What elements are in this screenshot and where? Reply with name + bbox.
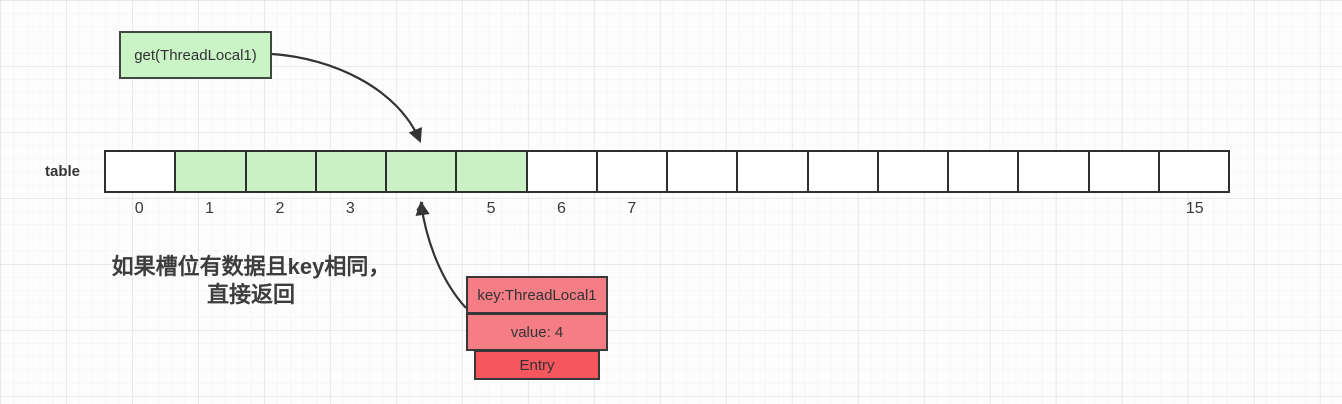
annotation-line1: 如果槽位有数据且key相同，	[111, 254, 391, 279]
table-slot-3	[316, 152, 387, 191]
slot-index-label-12	[949, 200, 1019, 222]
slot-index-label-14	[1089, 200, 1159, 222]
table-array	[104, 150, 1230, 193]
table-slot-7	[597, 152, 668, 191]
table-slot-2	[246, 152, 317, 191]
slot-index-label-15: 15	[1185, 200, 1204, 217]
entry-key-label: key:ThreadLocal1	[477, 286, 597, 304]
entry-value-label: value: 4	[510, 323, 564, 341]
annotation-line2: 直接返回	[206, 282, 295, 307]
annotation-text: 如果槽位有数据且key相同， 直接返回	[105, 253, 397, 309]
entry-key-box: key:ThreadLocal1	[466, 276, 608, 314]
table-slot-12	[949, 152, 1020, 191]
entry-value-box: value: 4	[466, 313, 608, 351]
table-slot-13	[1019, 152, 1090, 191]
slot-index-label-9	[737, 200, 807, 222]
slot-index-label-3: 3	[345, 200, 355, 217]
slot-index-label-13	[1019, 200, 1089, 222]
table-slot-1	[176, 152, 247, 191]
table-slot-15	[1159, 152, 1228, 191]
entry-label: Entry	[519, 356, 555, 374]
slot-index-label-8	[667, 200, 737, 222]
table-slot-9	[738, 152, 809, 191]
slot-index-label-11	[878, 200, 948, 222]
table-slot-14	[1089, 152, 1160, 191]
table-index-row: 0 1 2 3 4 5 6 7 15	[104, 200, 1230, 222]
entry-stack: key:ThreadLocal1 value: 4 Entry	[466, 276, 608, 380]
slot-index-label-2: 2	[275, 200, 285, 217]
slot-index-label-10	[808, 200, 878, 222]
get-threadlocal-label: get(ThreadLocal1)	[134, 46, 257, 64]
slot-index-label-4: 4	[416, 200, 426, 217]
slot-index-label-5: 5	[486, 200, 496, 217]
table-slot-10	[808, 152, 879, 191]
table-slot-6	[527, 152, 598, 191]
table-slot-5	[457, 152, 528, 191]
table-label: table	[44, 163, 80, 180]
table-slot-8	[668, 152, 739, 191]
get-threadlocal-box: get(ThreadLocal1)	[119, 31, 272, 79]
slot-index-label-1: 1	[205, 200, 215, 217]
arrow-get-to-slot4-icon	[271, 52, 422, 143]
slot-index-label-7: 7	[627, 200, 637, 217]
slot-index-label-0: 0	[134, 200, 144, 217]
table-slot-11	[878, 152, 949, 191]
table-slot-4	[387, 152, 458, 191]
entry-box: Entry	[474, 350, 600, 380]
slot-index-label-6: 6	[556, 200, 566, 217]
table-slot-0	[106, 152, 177, 191]
